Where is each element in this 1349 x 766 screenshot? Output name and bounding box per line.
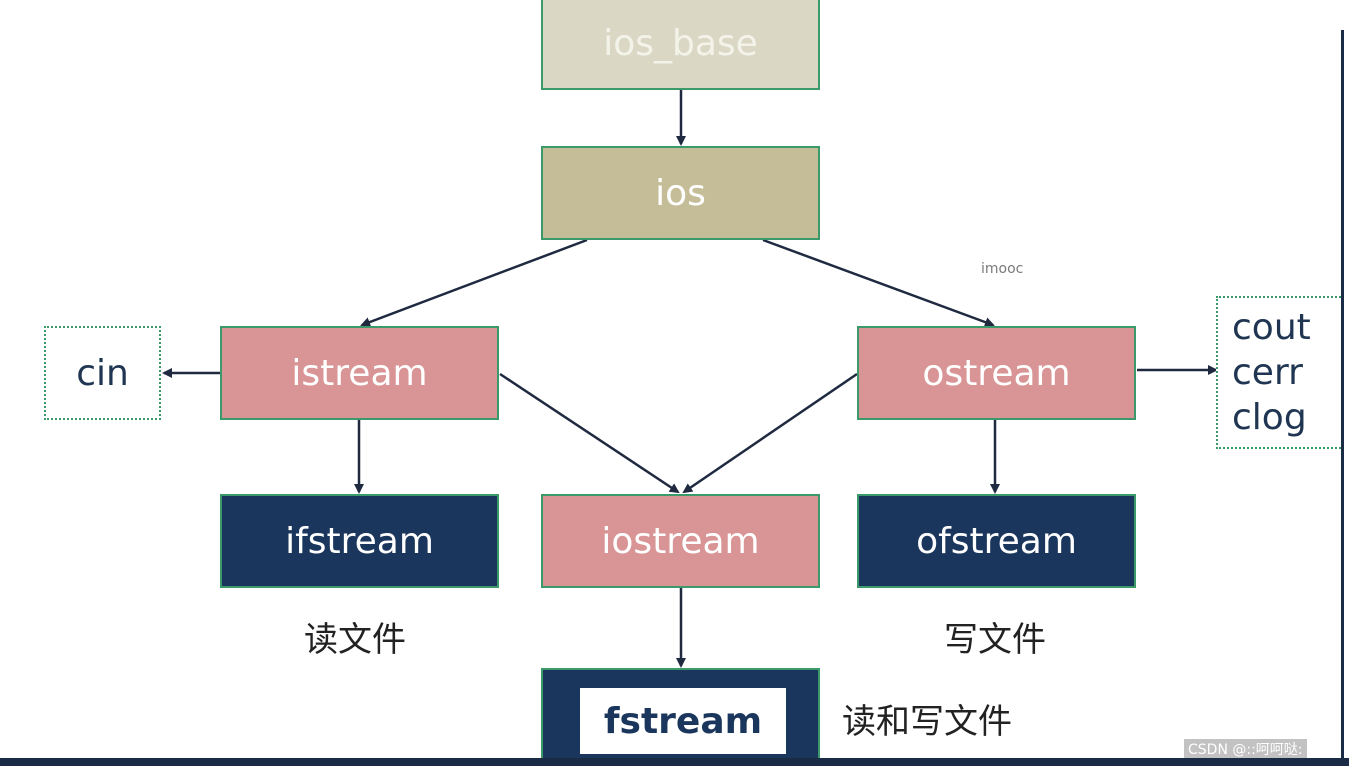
node-ios-base: ios_base bbox=[541, 0, 820, 90]
node-ifstream: ifstream bbox=[220, 494, 499, 588]
caption-write-file: 写文件 bbox=[944, 620, 1046, 660]
frame-bottom-edge bbox=[0, 758, 1349, 766]
arrow-ios-to-istream bbox=[360, 238, 588, 327]
caption-read-write-file: 读和写文件 bbox=[842, 702, 1012, 742]
node-fstream-label: fstream bbox=[580, 688, 786, 754]
csdn-watermark: CSDN @::呵呵哒: bbox=[1184, 739, 1307, 759]
cerr-label: cerr bbox=[1232, 352, 1303, 393]
node-ostream: ostream bbox=[857, 326, 1136, 420]
node-istream: istream bbox=[220, 326, 499, 420]
side-box-cin: cin bbox=[44, 326, 161, 420]
node-istream-label: istream bbox=[291, 352, 428, 394]
arrow-istream-to-iostream bbox=[499, 372, 680, 494]
frame-right-edge bbox=[1341, 30, 1344, 766]
node-ios: ios bbox=[541, 146, 820, 240]
node-ofstream-label: ofstream bbox=[916, 520, 1077, 562]
caption-read-file: 读文件 bbox=[304, 620, 406, 660]
node-ofstream: ofstream bbox=[857, 494, 1136, 588]
node-iostream-label: iostream bbox=[601, 520, 760, 562]
side-box-outputs: cout cerr clog bbox=[1216, 296, 1341, 449]
node-ifstream-label: ifstream bbox=[285, 520, 434, 562]
node-ios-label: ios bbox=[655, 172, 706, 214]
node-ostream-label: ostream bbox=[922, 352, 1071, 394]
imooc-watermark: imooc bbox=[981, 261, 1024, 277]
cin-label: cin bbox=[76, 352, 129, 394]
cout-label: cout bbox=[1232, 307, 1311, 348]
clog-label: clog bbox=[1232, 397, 1307, 438]
arrow-ios-to-ostream bbox=[762, 238, 995, 327]
node-ios-base-label: ios_base bbox=[603, 23, 758, 64]
arrow-ostream-to-iostream bbox=[682, 372, 858, 494]
node-iostream: iostream bbox=[541, 494, 820, 588]
